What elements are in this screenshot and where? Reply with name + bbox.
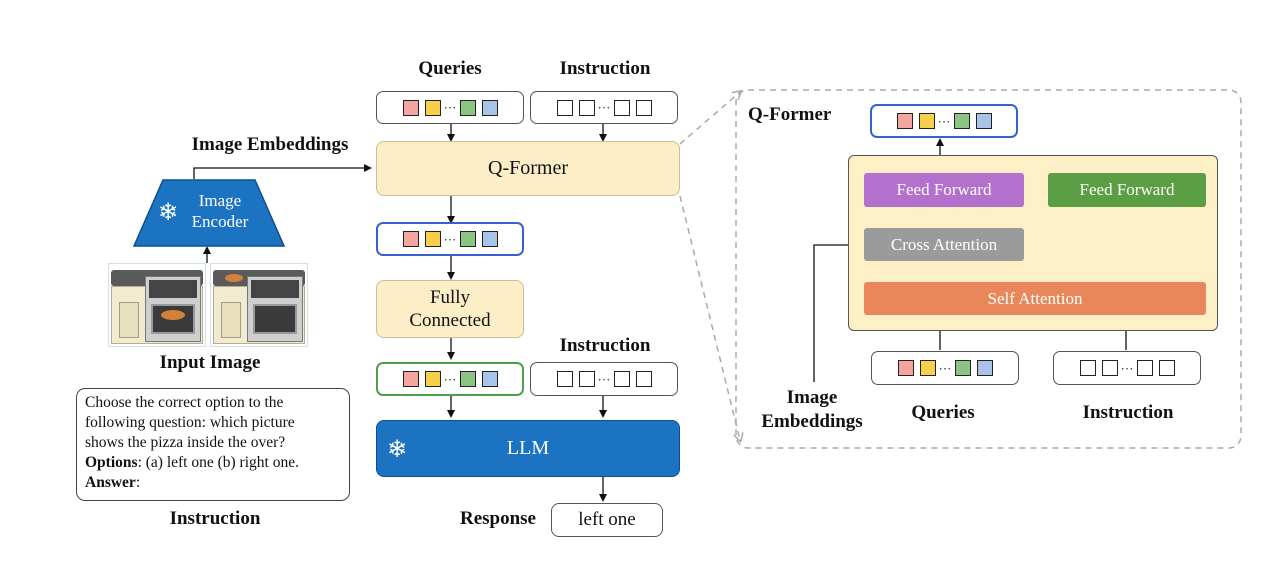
- instruction-label-top: Instruction: [559, 58, 651, 79]
- instruction-token: [613, 99, 630, 116]
- query-token: [459, 231, 476, 247]
- image-encoder-label: Image Encoder: [180, 190, 260, 232]
- instruction-text-line1: Choose the correct option to the: [85, 394, 284, 411]
- qformer-detail-title: Q-Former: [748, 104, 832, 125]
- snowflake-icon: ❄: [386, 435, 408, 463]
- instruction-text-line2: following question: which picture: [85, 414, 295, 431]
- fully-connected-line2: Connected: [409, 310, 491, 331]
- fully-connected-line1: Fully: [429, 287, 471, 308]
- instruction-token: [1136, 360, 1153, 376]
- options-line: Options: (a) left one (b) right one.: [85, 453, 341, 473]
- query-token: [459, 371, 476, 387]
- image-encoder-line2: Encoder: [191, 212, 249, 231]
- query-token: [896, 113, 913, 129]
- query-tokens-mid: ···: [376, 222, 524, 256]
- instruction-label-mid: Instruction: [559, 335, 651, 356]
- query-token: [424, 99, 441, 116]
- answer-line: Answer:: [85, 473, 341, 493]
- qformer-query-tokens: ···: [871, 351, 1019, 385]
- query-token: [919, 360, 936, 376]
- image-encoder-shape: [133, 179, 285, 247]
- instruction-token: [613, 371, 630, 387]
- cross-attention: Cross Attention: [864, 228, 1024, 261]
- query-token: [481, 99, 498, 116]
- query-token: [402, 99, 419, 116]
- response-value: left one: [551, 503, 663, 537]
- answer-label: Answer: [85, 474, 136, 491]
- query-token: [953, 113, 970, 129]
- input-image-right: [210, 263, 308, 347]
- instruction-tokens-top: ···: [530, 91, 678, 124]
- query-tokens-top: ···: [376, 91, 524, 124]
- qformer-instruction-label: Instruction: [1082, 402, 1174, 423]
- ellipsis: ···: [443, 231, 457, 247]
- query-token: [481, 371, 498, 387]
- image-encoder-line1: Image: [198, 191, 242, 210]
- self-attention: Self Attention: [864, 282, 1206, 315]
- queries-label: Queries: [418, 58, 482, 79]
- instruction-token: [556, 99, 573, 116]
- query-token: [459, 99, 476, 116]
- feed-forward-instruction: Feed Forward: [1048, 173, 1206, 207]
- response-label: Response: [459, 508, 536, 529]
- ellipsis: ···: [443, 371, 457, 387]
- fully-connected-block: Fully Connected: [376, 280, 524, 338]
- instruction-token: [556, 371, 573, 387]
- query-token: [954, 360, 971, 376]
- instruction-token: [635, 99, 652, 116]
- pizza-icon: [225, 274, 243, 282]
- ellipsis: ···: [937, 113, 951, 129]
- instruction-token: [578, 371, 595, 387]
- query-token: [975, 113, 992, 129]
- ellipsis: ···: [597, 100, 611, 115]
- input-image-left: [108, 263, 206, 347]
- image-embeddings-line1: Image: [786, 387, 838, 408]
- feed-forward-query: Feed Forward: [864, 173, 1024, 207]
- instruction-tokens-mid: ···: [530, 362, 678, 396]
- instruction-token: [1079, 360, 1096, 376]
- query-tokens-projected: ···: [376, 362, 524, 396]
- llm-block: LLM: [376, 420, 680, 477]
- qformer-image-embeddings-label: Image Embeddings: [752, 386, 872, 434]
- query-token: [402, 371, 419, 387]
- ellipsis: ···: [1120, 360, 1134, 376]
- query-token: [481, 231, 498, 247]
- ellipsis: ···: [597, 371, 611, 387]
- input-image-label: Input Image: [159, 352, 261, 373]
- query-token: [424, 231, 441, 247]
- qformer-block: Q-Former: [376, 141, 680, 196]
- pizza-icon: [161, 310, 185, 320]
- query-token: [424, 371, 441, 387]
- instruction-token: [635, 371, 652, 387]
- snowflake-icon: ❄: [157, 198, 179, 226]
- query-token: [897, 360, 914, 376]
- instruction-text-box: Choose the correct option to the followi…: [76, 388, 350, 501]
- query-token: [976, 360, 993, 376]
- instruction-caption: Instruction: [169, 508, 261, 529]
- instruction-token: [578, 99, 595, 116]
- image-embeddings-label: Image Embeddings: [191, 134, 349, 155]
- ellipsis: ···: [443, 100, 457, 115]
- ellipsis: ···: [938, 360, 952, 376]
- query-token: [402, 231, 419, 247]
- options-label: Options: [85, 454, 138, 471]
- answer-text: :: [135, 474, 141, 491]
- options-text: : (a) left one (b) right one.: [137, 454, 299, 471]
- instruction-text-line3: shows the pizza inside the over?: [85, 434, 286, 451]
- qformer-queries-label: Queries: [911, 402, 975, 423]
- qformer-output-tokens: ···: [870, 104, 1018, 138]
- instruction-token: [1101, 360, 1118, 376]
- instruction-token: [1158, 360, 1175, 376]
- image-embeddings-line2: Embeddings: [761, 411, 863, 432]
- qformer-instruction-tokens: ···: [1053, 351, 1201, 385]
- query-token: [918, 113, 935, 129]
